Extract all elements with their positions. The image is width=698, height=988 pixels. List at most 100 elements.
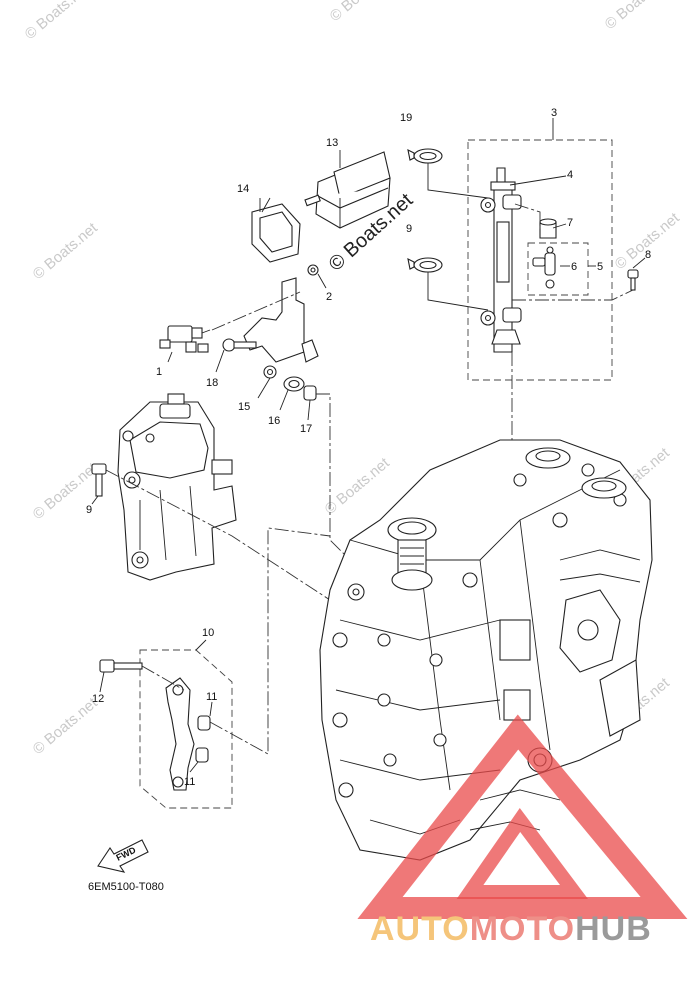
brand-auto: AUTO xyxy=(370,910,470,948)
clamp-19-lower xyxy=(407,257,443,273)
brand-text: AUTOMOTOHUB xyxy=(370,910,652,948)
assembly-5-boundary xyxy=(527,242,589,296)
callout-5: 5 xyxy=(597,261,603,273)
callout-11-upper: 11 xyxy=(206,691,217,703)
leader-10 xyxy=(195,639,207,651)
callout-16: 16 xyxy=(268,415,280,427)
bolt-12-shank xyxy=(113,662,143,670)
center-line xyxy=(512,289,634,301)
grommet-16-hole xyxy=(288,379,300,389)
bolt-12-head xyxy=(99,659,115,673)
leader-7 xyxy=(552,223,567,229)
brand-hub: HUB xyxy=(575,910,652,948)
leader-15 xyxy=(257,377,271,399)
leader-1 xyxy=(167,351,173,363)
callout-1: 1 xyxy=(156,366,162,378)
drawing-code: 6EM5100-T080 xyxy=(88,881,164,893)
center-line xyxy=(105,469,331,601)
watermark-tile: © Boats.net xyxy=(22,0,94,43)
intake-manifold xyxy=(117,393,237,581)
callout-12: 12 xyxy=(92,693,104,705)
injector-6-o-ring xyxy=(545,279,555,289)
center-line xyxy=(514,203,541,230)
callout-19-lower: 9 xyxy=(406,223,412,235)
bracket-10-hole xyxy=(172,776,184,788)
bracket-10-hole xyxy=(172,684,184,696)
assembly-3-boundary xyxy=(467,139,613,381)
callout-6: 6 xyxy=(571,261,577,273)
bolt-8-shank xyxy=(630,277,636,291)
logo-triangle-inner xyxy=(456,808,588,899)
callout-4: 4 xyxy=(567,169,573,181)
leader-14 xyxy=(261,197,271,213)
logo-triangle-outer xyxy=(357,714,688,919)
injector-top xyxy=(502,194,522,210)
callout-10: 10 xyxy=(202,627,214,639)
watermark-tile: © Boats.net xyxy=(327,0,399,25)
bracket-10-group xyxy=(99,527,331,809)
brand-moto: MOTO xyxy=(470,910,575,948)
collar-17 xyxy=(303,385,317,401)
fuel-rail-mid xyxy=(496,221,510,283)
collar-11-upper xyxy=(197,715,211,731)
vapor-group xyxy=(159,150,391,561)
collar-11-lower xyxy=(195,747,209,763)
leader-11 xyxy=(189,761,199,773)
leader-9 xyxy=(91,495,99,505)
callout-15: 15 xyxy=(238,401,250,413)
valve-1 xyxy=(159,325,211,353)
callout-11-lower: 11 xyxy=(184,776,195,788)
brand-logo: AUTOMOTOHUB xyxy=(357,714,688,948)
callout-19: 19 xyxy=(400,112,412,124)
callout-14: 14 xyxy=(237,183,249,195)
cover-14 xyxy=(251,198,301,263)
fuel-rail-boss-hole xyxy=(484,314,492,322)
center-line xyxy=(316,393,351,561)
leader-2 xyxy=(317,273,327,289)
watermark-tile: © Boats.net xyxy=(602,0,674,33)
callout-17: 17 xyxy=(300,423,312,435)
leader-16 xyxy=(279,389,289,411)
leader-11 xyxy=(209,701,213,717)
bracket-15 xyxy=(243,277,319,379)
callouts: 1 2 3 4 5 6 7 8 9 10 11 11 12 13 14 15 1… xyxy=(86,107,651,788)
center-line xyxy=(211,291,301,331)
watermark-tile: © Boats.net xyxy=(30,219,102,283)
injector-6-body xyxy=(544,252,556,276)
fwd-arrow: FWD xyxy=(97,839,149,873)
center-line xyxy=(209,527,331,755)
nut-2-hole xyxy=(310,267,316,273)
watermark-tile: © Boats.net xyxy=(30,694,102,758)
fuel-rail-boss-hole xyxy=(484,201,492,209)
callout-3: 3 xyxy=(551,107,557,119)
bracket-10 xyxy=(165,677,195,791)
bolt-9 xyxy=(91,463,107,497)
clamp-19-upper xyxy=(407,148,443,164)
canister-13 xyxy=(304,150,391,229)
callout-9: 9 xyxy=(86,504,92,516)
injector-seal-top xyxy=(539,218,557,226)
leader-8 xyxy=(632,257,646,269)
fuel-rail-lower-block xyxy=(491,329,521,345)
fwd-arrow-shape xyxy=(97,839,149,873)
fuel-rail-inlet xyxy=(490,181,516,191)
injector-bottom xyxy=(502,307,522,323)
callout-13: 13 xyxy=(326,137,338,149)
center-line xyxy=(141,665,185,691)
cylinder-block xyxy=(319,439,653,861)
leader xyxy=(427,163,489,199)
leader-17 xyxy=(307,399,311,421)
leader-18 xyxy=(215,349,225,373)
watermark-tile: © Boats.net xyxy=(322,454,394,518)
leader-4 xyxy=(509,175,567,186)
callout-8: 8 xyxy=(645,249,651,261)
callout-18: 18 xyxy=(206,377,218,389)
leader-12 xyxy=(99,671,105,693)
callout-7: 7 xyxy=(567,217,573,229)
bolt-18 xyxy=(222,338,257,352)
callout-2: 2 xyxy=(326,291,332,303)
leader xyxy=(427,272,489,311)
watermark-tile: © Boats.net xyxy=(612,209,684,273)
injector-6-o-ring-top xyxy=(546,246,554,254)
